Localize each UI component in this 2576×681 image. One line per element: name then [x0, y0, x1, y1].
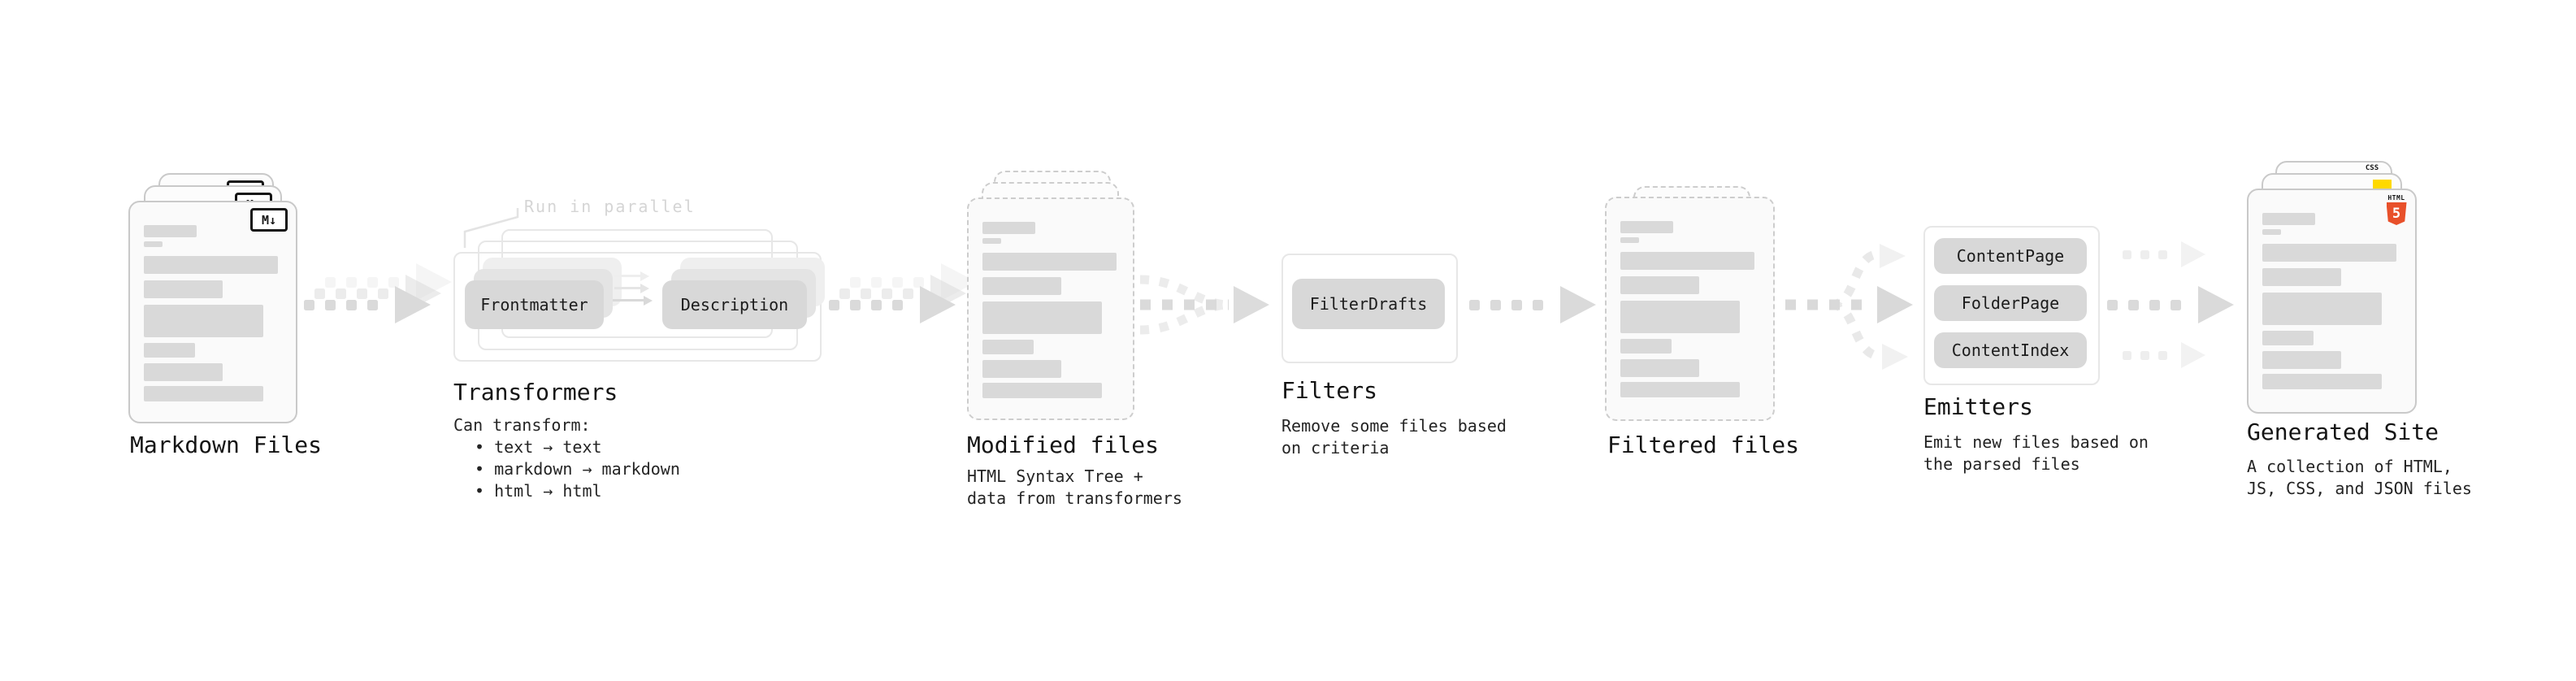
dashed-arrow-icon: [2123, 241, 2205, 267]
text-line-bar: [2262, 351, 2341, 369]
emitter-folderpage: FolderPage: [1934, 285, 2087, 321]
html5-icon: HTML 5: [2385, 194, 2408, 225]
filter-filterdrafts: FilterDrafts: [1292, 279, 1445, 329]
text-line-bar: [2262, 374, 2382, 389]
text-line-bar: [982, 238, 1001, 244]
text-line-bar: [982, 360, 1061, 378]
text-line-bar: [2262, 229, 2281, 235]
file-card: [1605, 197, 1775, 421]
stage-title-filtered: Filtered files: [1607, 432, 1800, 458]
file-card: HTML 5: [2247, 189, 2417, 414]
text-line-bar: [144, 280, 223, 298]
text-line-bar: [2262, 213, 2315, 225]
text-line-bar: [144, 225, 197, 237]
stage-modified-files: [967, 171, 1138, 420]
stage-title-generated: Generated Site: [2247, 419, 2439, 445]
text-line-bar: [982, 383, 1102, 398]
dashed-arrow-icon: [2123, 342, 2205, 368]
stage-description-filters: Remove some files based on criteria: [1281, 416, 1507, 458]
text-line-bar: [2262, 268, 2341, 286]
filters-box: [1281, 254, 1458, 363]
text-line-bar: [144, 305, 263, 337]
stage-description-transformers: Can transform: • text → text • markdown …: [453, 415, 680, 501]
text-line-bar: [1620, 301, 1740, 333]
stage-title-transformers: Transformers: [453, 379, 618, 406]
dashed-arrow-icon: [1469, 286, 1596, 323]
text-line-bar: [2262, 244, 2396, 262]
text-line-bar: [1620, 382, 1740, 397]
parallel-arrow-icon: [614, 283, 649, 293]
stage-filtered-files: [1605, 186, 1776, 422]
text-line-bar: [982, 277, 1061, 295]
text-line-bar: [1620, 252, 1754, 270]
text-line-bar: [982, 301, 1102, 334]
text-line-bar: [144, 256, 278, 274]
text-line-bar: [1620, 339, 1672, 354]
stage-description-modified: HTML Syntax Tree + data from transformer…: [967, 466, 1182, 508]
stage-title-filters: Filters: [1281, 377, 1378, 404]
emitter-contentpage: ContentPage: [1934, 238, 2087, 274]
file-content-placeholder: [1607, 198, 1773, 419]
converge-arrow-icon: [1139, 275, 1269, 335]
transformer-description: Description: [662, 280, 807, 329]
fanout-arrow-icon: [1785, 244, 1913, 370]
markdown-icon: M↓: [250, 208, 288, 232]
text-line-bar: [1620, 237, 1639, 243]
stage-title-modified: Modified files: [967, 432, 1160, 458]
stage-markdown-files: M↓ M↓ M↓: [128, 173, 325, 423]
file-card: [967, 197, 1134, 420]
file-content-placeholder: [969, 199, 1133, 419]
stage-generated-site: CSS HTML 5: [2247, 161, 2419, 414]
parallel-arrow-icon: [614, 271, 649, 281]
callout-line: [463, 208, 519, 248]
text-line-bar: [144, 241, 163, 247]
transformer-layer-box: [453, 252, 822, 362]
parallel-note: Run in parallel: [524, 197, 696, 216]
text-line-bar: [144, 363, 223, 381]
transformer-frontmatter: Frontmatter: [465, 280, 604, 329]
file-content-placeholder: [2249, 190, 2415, 412]
stage-description-emitters: Emit new files based on the parsed files: [1923, 432, 2149, 474]
text-line-bar: [982, 222, 1035, 234]
stage-description-generated: A collection of HTML, JS, CSS, and JSON …: [2247, 457, 2472, 498]
text-line-bar: [144, 343, 195, 358]
text-line-bar: [1620, 276, 1699, 294]
text-line-bar: [1620, 221, 1673, 233]
dashed-arrow-icon: [2107, 286, 2234, 323]
stage-title-markdown: Markdown Files: [130, 432, 323, 458]
text-line-bar: [2262, 293, 2382, 325]
text-line-bar: [144, 386, 263, 401]
text-line-bar: [982, 340, 1034, 354]
text-line-bar: [1620, 359, 1699, 377]
file-content-placeholder: [130, 202, 296, 422]
emitter-contentindex: ContentIndex: [1934, 332, 2087, 368]
emitters-box: [1923, 226, 2100, 385]
file-card: M↓: [128, 201, 297, 423]
parallel-arrow-icon: [613, 295, 653, 306]
text-line-bar: [982, 253, 1117, 271]
js-icon: [2373, 180, 2392, 189]
stage-title-emitters: Emitters: [1923, 393, 2033, 420]
text-line-bar: [2262, 331, 2314, 345]
